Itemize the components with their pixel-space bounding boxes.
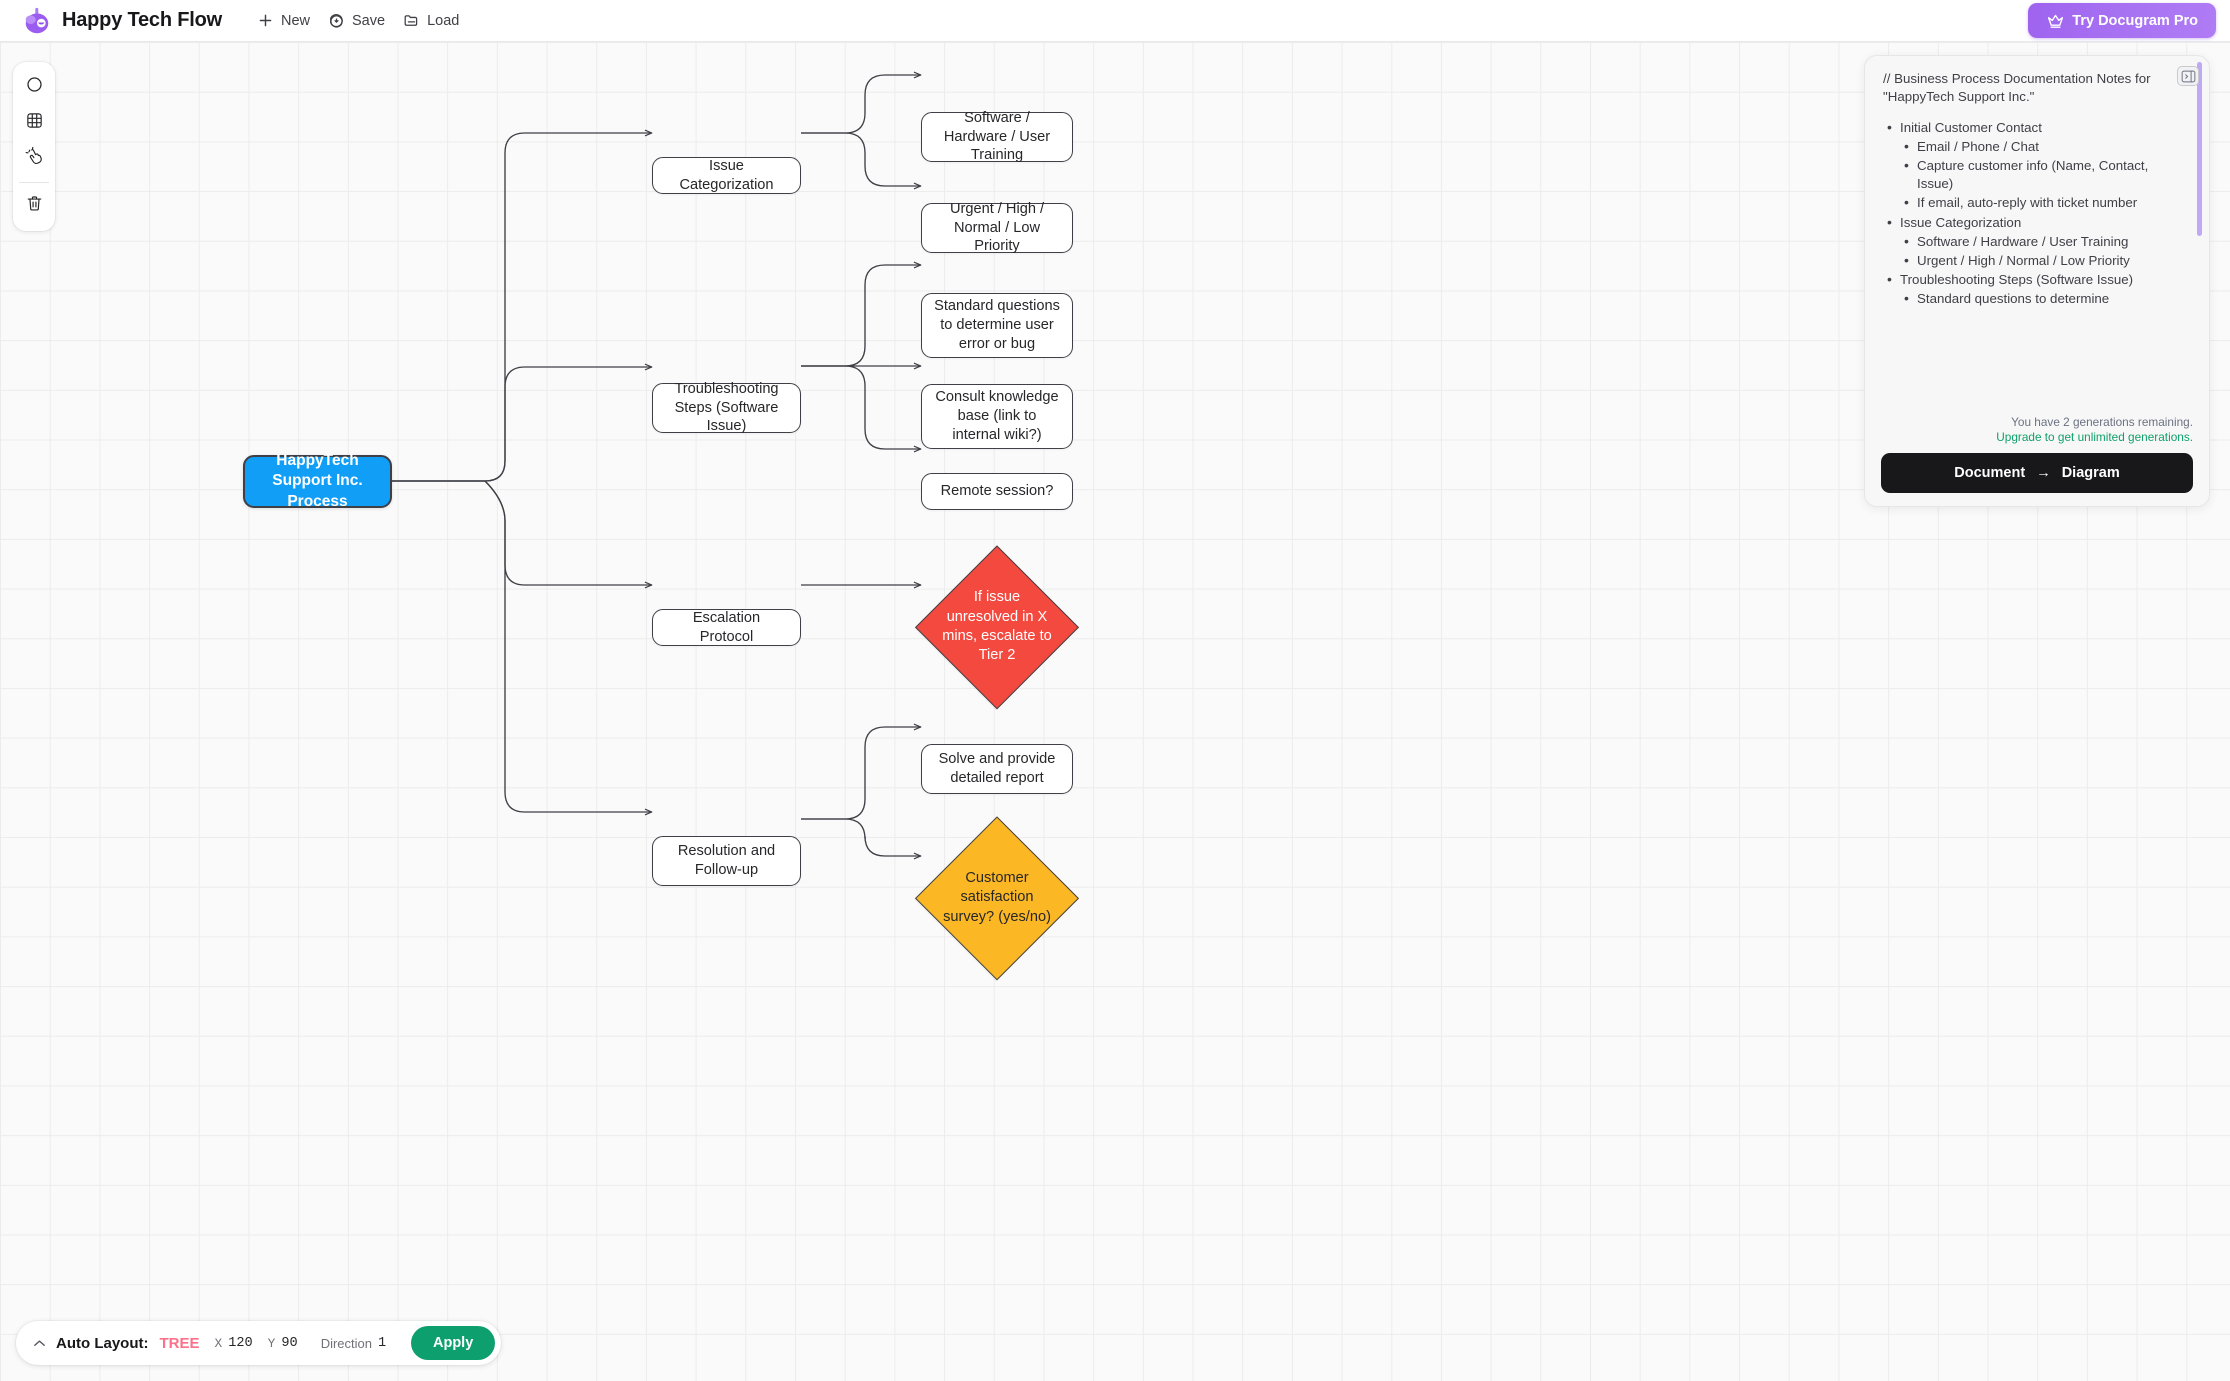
node-label: Standard questions to determine user err… — [934, 298, 1060, 352]
node-label: Customer satisfaction survey? (yes/no) — [943, 869, 1051, 925]
node-label: Urgent / High / Normal / Low Priority — [949, 200, 1045, 255]
diagram-node-urgent-high-normal-low-priority[interactable]: Urgent / High / Normal / Low Priority — [921, 201, 1073, 254]
auto-layout-label: Auto Layout: — [56, 1334, 149, 1352]
diagram-node-remote-session[interactable]: Remote session? — [921, 473, 1073, 510]
node-label: HappyTech Support Inc. Process — [272, 451, 363, 510]
x-value-input[interactable]: 120 — [228, 1335, 253, 1351]
notes-scroll-area[interactable]: // Business Process Documentation Notes … — [1865, 56, 2209, 415]
notes-content: // Business Process Documentation Notes … — [1883, 70, 2181, 308]
pointer-hand-tool[interactable] — [16, 141, 52, 177]
delete-tool[interactable] — [16, 188, 52, 224]
save-disk-icon — [328, 12, 345, 29]
notes-item: Standard questions to determine — [1883, 289, 2181, 308]
notes-scrollbar[interactable] — [2197, 62, 2202, 236]
auto-layout-y-field[interactable]: Y 90 — [268, 1336, 298, 1351]
load-button[interactable]: Load — [394, 7, 468, 34]
diagram-node-solve-and-provide-report[interactable]: Solve and provide detailed report — [921, 744, 1073, 794]
crown-icon — [2046, 12, 2064, 29]
load-button-label: Load — [427, 12, 460, 29]
try-docugram-pro-button[interactable]: Try Docugram Pro — [2028, 3, 2216, 38]
diagram-node-standard-questions[interactable]: Standard questions to determine user err… — [921, 293, 1073, 358]
grid-icon — [25, 111, 44, 135]
diagram-node-software-hardware-user-training[interactable]: Software / Hardware / User Training — [921, 110, 1073, 163]
notes-panel: // Business Process Documentation Notes … — [1864, 55, 2210, 507]
node-label: Consult knowledge base (link to internal… — [935, 389, 1059, 443]
tool-rail — [13, 62, 55, 231]
notes-item: If email, auto-reply with ticket number — [1883, 193, 2181, 212]
notes-item: Email / Phone / Chat — [1883, 137, 2181, 156]
auto-layout-mode[interactable]: TREE — [159, 1334, 200, 1352]
edge-layer — [392, 71, 922, 860]
diagram-node-issue-categorization[interactable]: Issue Categorization — [652, 157, 801, 194]
diagram-node-customer-satisfaction-survey[interactable]: Customer satisfaction survey? (yes/no) — [915, 816, 1079, 980]
doc-to-diagram-left-label: Document — [1954, 465, 2026, 481]
direction-key-label: Direction — [320, 1335, 372, 1351]
x-key-label: X — [214, 1335, 223, 1351]
save-button-label: Save — [352, 12, 386, 29]
shape-circle-tool[interactable] — [16, 69, 52, 105]
circle-icon — [25, 75, 44, 99]
plus-icon — [257, 12, 274, 29]
auto-layout-x-field[interactable]: X 120 — [215, 1336, 253, 1351]
auto-layout-direction-field[interactable]: Direction 1 — [321, 1336, 390, 1351]
chevron-up-icon[interactable] — [33, 1337, 46, 1350]
arrow-right-icon: → — [2036, 465, 2051, 481]
diagram-node-resolution-and-follow-up[interactable]: Resolution and Follow-up — [652, 836, 801, 886]
trash-icon — [25, 194, 44, 218]
direction-value-input[interactable]: 1 — [377, 1335, 387, 1351]
generations-remaining-text: You have 2 generations remaining. — [2011, 415, 2193, 429]
y-value-input[interactable]: 90 — [281, 1335, 298, 1351]
notes-header: // Business Process Documentation Notes … — [1883, 71, 2151, 105]
doc-to-diagram-right-label: Diagram — [2061, 465, 2120, 481]
diagram-node-troubleshooting-steps[interactable]: Troubleshooting Steps (Software Issue) — [652, 381, 801, 434]
try-docugram-pro-label: Try Docugram Pro — [2072, 12, 2198, 29]
node-label: Remote session? — [940, 483, 1054, 500]
happy-face-logo-icon — [22, 6, 52, 36]
document-to-diagram-button[interactable]: Document → Diagram — [1881, 453, 2193, 493]
y-key-label: Y — [267, 1335, 276, 1351]
notes-footer: You have 2 generations remaining. Upgrad… — [1865, 415, 2209, 506]
diagram-canvas[interactable]: HappyTech Support Inc. Process Issue Cat… — [0, 42, 2230, 1381]
node-label: Software / Hardware / User Training — [943, 109, 1051, 164]
diagram-node-escalate-tier-2[interactable]: If issue unresolved in X mins, escalate … — [915, 545, 1079, 709]
node-label: If issue unresolved in X mins, escalate … — [942, 589, 1052, 664]
notes-item: Software / Hardware / User Training — [1883, 232, 2181, 251]
apply-button[interactable]: Apply — [410, 1326, 496, 1360]
auto-layout-bar: Auto Layout: TREE X 120 Y 90 Direction 1… — [16, 1321, 502, 1365]
node-label: Resolution and Follow-up — [677, 843, 776, 878]
new-button-label: New — [280, 12, 310, 29]
app-title: Happy Tech Flow — [62, 9, 222, 31]
notes-item: Capture customer info (Name, Contact, Is… — [1883, 156, 2181, 193]
folder-icon — [403, 12, 420, 29]
diagram-node-consult-knowledge-base[interactable]: Consult knowledge base (link to internal… — [921, 384, 1073, 449]
save-button[interactable]: Save — [319, 7, 394, 34]
node-label: Issue Categorization — [679, 157, 774, 193]
tool-divider — [19, 182, 49, 183]
notes-item: Issue Categorization — [1883, 213, 2181, 232]
notes-item: Initial Customer Contact — [1883, 118, 2181, 137]
notes-item: Troubleshooting Steps (Software Issue) — [1883, 270, 2181, 289]
panel-collapse-icon[interactable] — [2177, 66, 2199, 86]
pointer-hand-icon — [25, 146, 44, 171]
node-label: Solve and provide detailed report — [938, 751, 1056, 786]
grid-tool[interactable] — [16, 105, 52, 141]
upgrade-link[interactable]: Upgrade to get unlimited generations. — [1996, 430, 2193, 444]
notes-list: Initial Customer Contact Email / Phone /… — [1883, 118, 2181, 308]
diagram-node-escalation-protocol[interactable]: Escalation Protocol — [652, 609, 801, 646]
node-label: Troubleshooting Steps (Software Issue) — [674, 380, 779, 435]
node-label: Escalation Protocol — [692, 609, 761, 645]
diagram-node-root[interactable]: HappyTech Support Inc. Process — [243, 452, 392, 510]
top-bar: Happy Tech Flow New Save Load — [0, 0, 2230, 42]
new-button[interactable]: New — [248, 7, 319, 34]
notes-item: Urgent / High / Normal / Low Priority — [1883, 251, 2181, 270]
